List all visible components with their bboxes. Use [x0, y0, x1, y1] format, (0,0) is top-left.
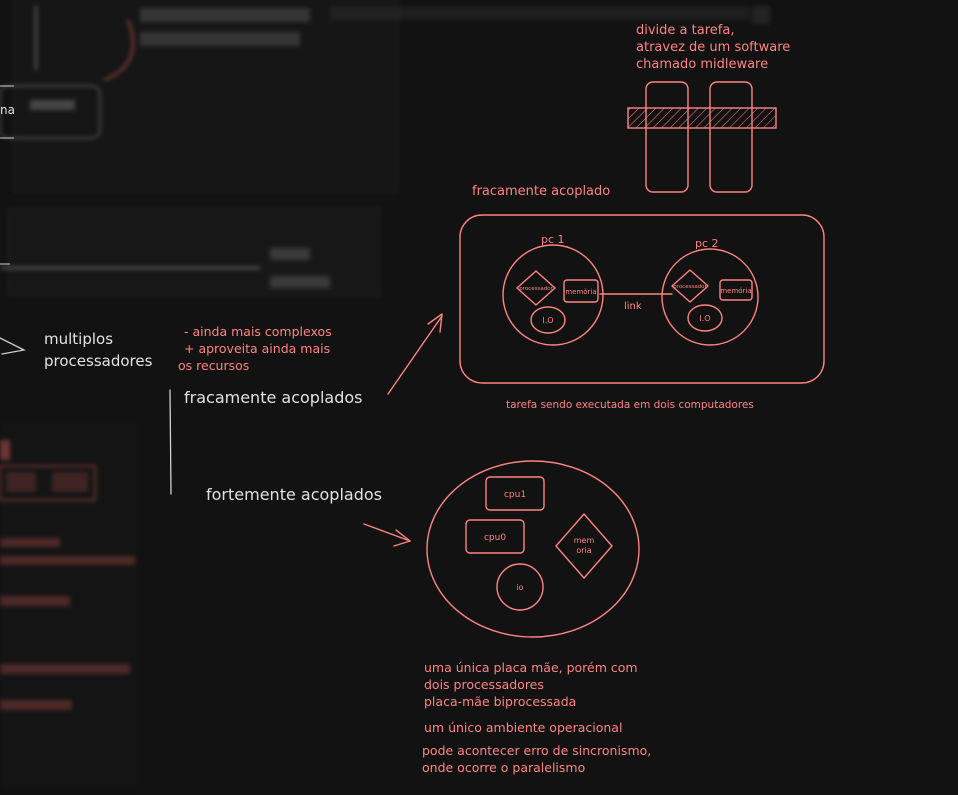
tight-note-3: placa-mãe biprocessada: [424, 694, 576, 709]
multiplos-line2: processadores: [44, 352, 153, 370]
pc2-memory-label: memória: [720, 287, 751, 295]
tight-note-4: um único ambiente operacional: [424, 720, 622, 735]
arrow-to-fracamente-diagram: [387, 313, 443, 395]
cpu1-label: cpu1: [504, 490, 526, 500]
fracamente-acoplado-title: fracamente acoplado: [472, 184, 610, 199]
pc1-processor-label: processador: [519, 286, 553, 292]
loosely-coupled-caption: tarefa sendo executada em dois computado…: [506, 399, 754, 411]
cpu0-box: [465, 519, 525, 554]
pc2-processor-label: processador: [673, 284, 707, 290]
pc1-processor-shape: [516, 270, 556, 306]
bracket-vertical-line: [169, 389, 172, 495]
pc1-memory-box: [563, 279, 599, 303]
point-recursos: os recursos: [178, 358, 249, 373]
tight-note-5: pode acontecer erro de sincronismo,: [422, 743, 651, 758]
middleware-sketch: [627, 81, 777, 193]
io-circle: [496, 563, 544, 611]
pc1-io-label: I.O: [542, 316, 553, 325]
multiplos-line1: multiplos: [44, 330, 113, 348]
tight-note-6: onde ocorre o paralelismo: [422, 760, 585, 775]
pc1-circle: [502, 244, 604, 346]
cpu0-label: cpu0: [484, 533, 506, 543]
arrow-to-fortemente-diagram: [363, 523, 411, 547]
tight-note-2: dois processadores: [424, 677, 544, 692]
loosely-coupled-frame: [459, 214, 825, 384]
middleware-note-line3: chamado midleware: [636, 57, 768, 72]
tight-note-1: uma única placa mãe, porém com: [424, 660, 638, 675]
tightly-coupled-frame: [426, 460, 640, 638]
partial-left-label: na: [0, 103, 15, 117]
pc2-processor-shape: [671, 269, 709, 303]
point-aproveita: + aproveita ainda mais: [184, 341, 330, 356]
link-label: link: [624, 301, 642, 312]
blurred-background-content: [0, 0, 770, 710]
middleware-note-line1: divide a tarefa,: [636, 23, 734, 38]
pc2-memory-box: [719, 279, 753, 301]
cpu1-box: [485, 476, 545, 511]
pc1-memory-label: memória: [565, 288, 596, 296]
pc2-io-label: I.O: [699, 314, 710, 323]
point-complexos: - ainda mais complexos: [184, 324, 332, 339]
pc2-label: pc 2: [695, 237, 719, 250]
pc1-label: pc 1: [541, 233, 565, 246]
memory-label-line1: mem: [574, 536, 595, 545]
pc2-circle: [661, 248, 759, 346]
pc2-io-circle: [687, 304, 723, 332]
io-label: io: [516, 583, 523, 592]
fortemente-acoplados-label: fortemente acoplados: [206, 485, 382, 504]
fracamente-acoplados-label: fracamente acoplados: [184, 388, 362, 407]
memory-diamond: [555, 513, 613, 579]
memory-label-line2: oria: [576, 546, 591, 555]
pc1-io-circle: [530, 306, 566, 334]
partial-left-arrow: [0, 337, 27, 355]
middleware-note-line2: atravez de um software: [636, 40, 790, 55]
